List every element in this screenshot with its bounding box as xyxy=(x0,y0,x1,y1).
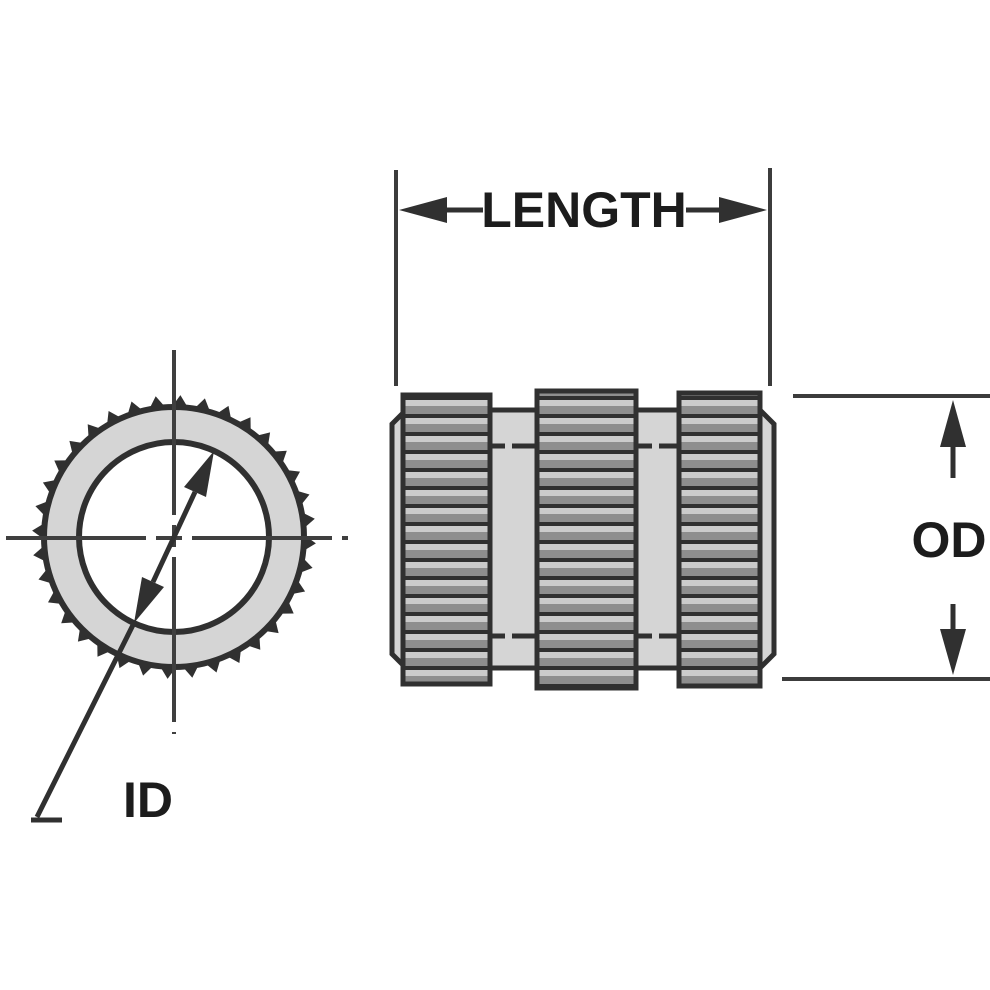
front-view: ID xyxy=(6,350,348,828)
length-arrow-left-icon xyxy=(399,197,447,223)
od-dimension: OD xyxy=(782,394,990,681)
id-arrow-upper-icon xyxy=(184,451,214,497)
id-dimension-line xyxy=(150,490,198,584)
od-arrow-up-icon xyxy=(940,400,966,447)
knurl-band-right xyxy=(676,390,763,689)
od-label: OD xyxy=(912,512,987,568)
length-arrow-right-icon xyxy=(719,197,767,223)
length-label: LENGTH xyxy=(481,182,687,238)
od-arrow-down-icon xyxy=(940,629,966,675)
length-dimension: LENGTH xyxy=(394,168,772,386)
knurl-band-middle xyxy=(534,388,639,691)
knurl-band-left xyxy=(400,392,493,687)
id-leader-line xyxy=(34,621,137,819)
id-label: ID xyxy=(123,772,173,828)
id-arrow-lower-icon xyxy=(134,577,164,623)
side-view xyxy=(389,388,777,691)
